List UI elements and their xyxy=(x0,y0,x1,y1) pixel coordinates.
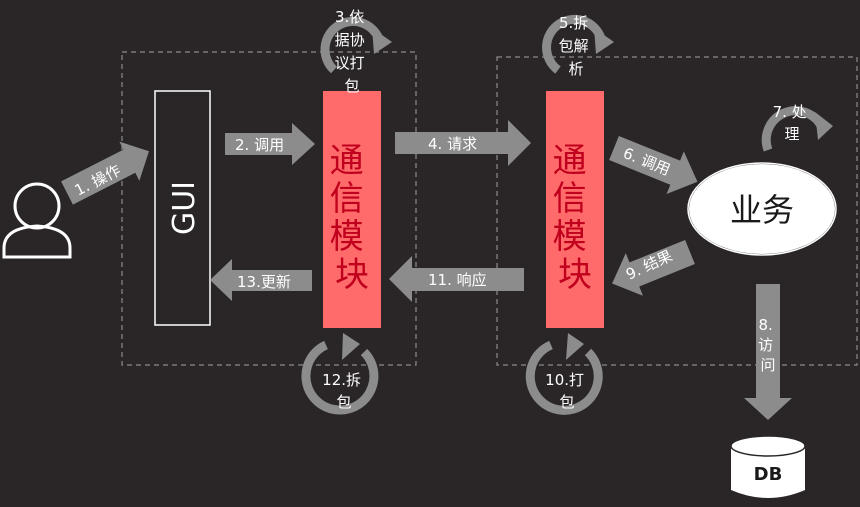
cycle-arrow-10 xyxy=(525,333,603,415)
arrow-6-call xyxy=(609,135,698,195)
step-12-label: 12.拆 包 xyxy=(322,371,366,411)
step-5-label: 5.拆 包解 析 xyxy=(559,14,594,78)
cycle-arrow-7 xyxy=(761,106,833,152)
step-3-line-3: 议打 xyxy=(335,54,365,72)
step-3-line-1: 3.依 xyxy=(335,8,364,26)
client-comm-module-label: 通 信 模 块 xyxy=(330,141,375,295)
cycle-arrow-3 xyxy=(320,17,392,74)
arrow-4-request xyxy=(395,120,531,166)
arrow-9-result xyxy=(612,239,695,296)
business-ellipse xyxy=(687,162,837,256)
db-cylinder xyxy=(730,435,806,498)
step-10-label: 10.打 包 xyxy=(545,371,589,411)
step-4-label: 4. 请求 xyxy=(428,135,477,153)
server-comm-char-1: 通 xyxy=(553,141,587,181)
cycle-arrow-5 xyxy=(542,14,614,74)
step-7-line-2: 理 xyxy=(784,125,799,143)
gui-box xyxy=(154,90,211,326)
step-10-line-1: 10.打 xyxy=(545,371,584,389)
step-11-label: 11. 响应 xyxy=(428,271,487,289)
step-5-line-3: 析 xyxy=(568,60,583,78)
arrow-2-call xyxy=(225,123,315,165)
step-7-label: 7. 处 理 xyxy=(773,103,812,143)
client-comm-char-1: 通 xyxy=(330,141,364,181)
server-comm-module xyxy=(546,91,604,328)
arrow-8-access xyxy=(744,284,792,420)
step-10-line-2: 包 xyxy=(559,393,574,411)
client-comm-char-4: 块 xyxy=(335,255,369,295)
step-12-line-1: 12.拆 xyxy=(322,371,361,389)
server-comm-char-3: 模 xyxy=(553,217,587,257)
user-icon xyxy=(2,182,72,259)
server-comm-char-4: 块 xyxy=(558,255,592,295)
gui-label: GUI xyxy=(167,181,202,235)
step-5-line-2: 包解 xyxy=(559,37,589,55)
step-2-label: 2. 调用 xyxy=(235,136,284,154)
step-8-line-1: 8. xyxy=(758,316,772,334)
step-3-line-2: 据协 xyxy=(335,31,365,49)
client-comm-module xyxy=(323,91,381,328)
business-label: 业务 xyxy=(730,191,794,229)
step-3-label: 3.依 据协 议打 包 xyxy=(335,8,370,95)
db-label: DB xyxy=(754,464,783,485)
client-comm-char-3: 模 xyxy=(330,217,364,257)
cycle-arrow-12 xyxy=(301,333,379,415)
arrow-1-operate xyxy=(61,141,149,205)
client-boundary xyxy=(121,51,417,366)
server-comm-char-2: 信 xyxy=(553,179,587,219)
step-8-line-2: 访 xyxy=(758,336,773,354)
arrow-11-response xyxy=(389,256,524,302)
arrow-13-update xyxy=(210,259,312,301)
step-8-line-3: 问 xyxy=(760,356,775,374)
step-7-line-1: 7. 处 xyxy=(773,103,807,121)
step-5-line-1: 5.拆 xyxy=(559,14,588,32)
step-8-label: 8. 访 问 xyxy=(758,316,778,374)
server-boundary xyxy=(496,56,858,366)
step-12-line-2: 包 xyxy=(336,393,351,411)
client-comm-char-2: 信 xyxy=(330,179,364,219)
step-3-line-4: 包 xyxy=(344,77,359,95)
step-13-label: 13.更新 xyxy=(237,273,291,291)
server-comm-module-label: 通 信 模 块 xyxy=(553,141,598,295)
